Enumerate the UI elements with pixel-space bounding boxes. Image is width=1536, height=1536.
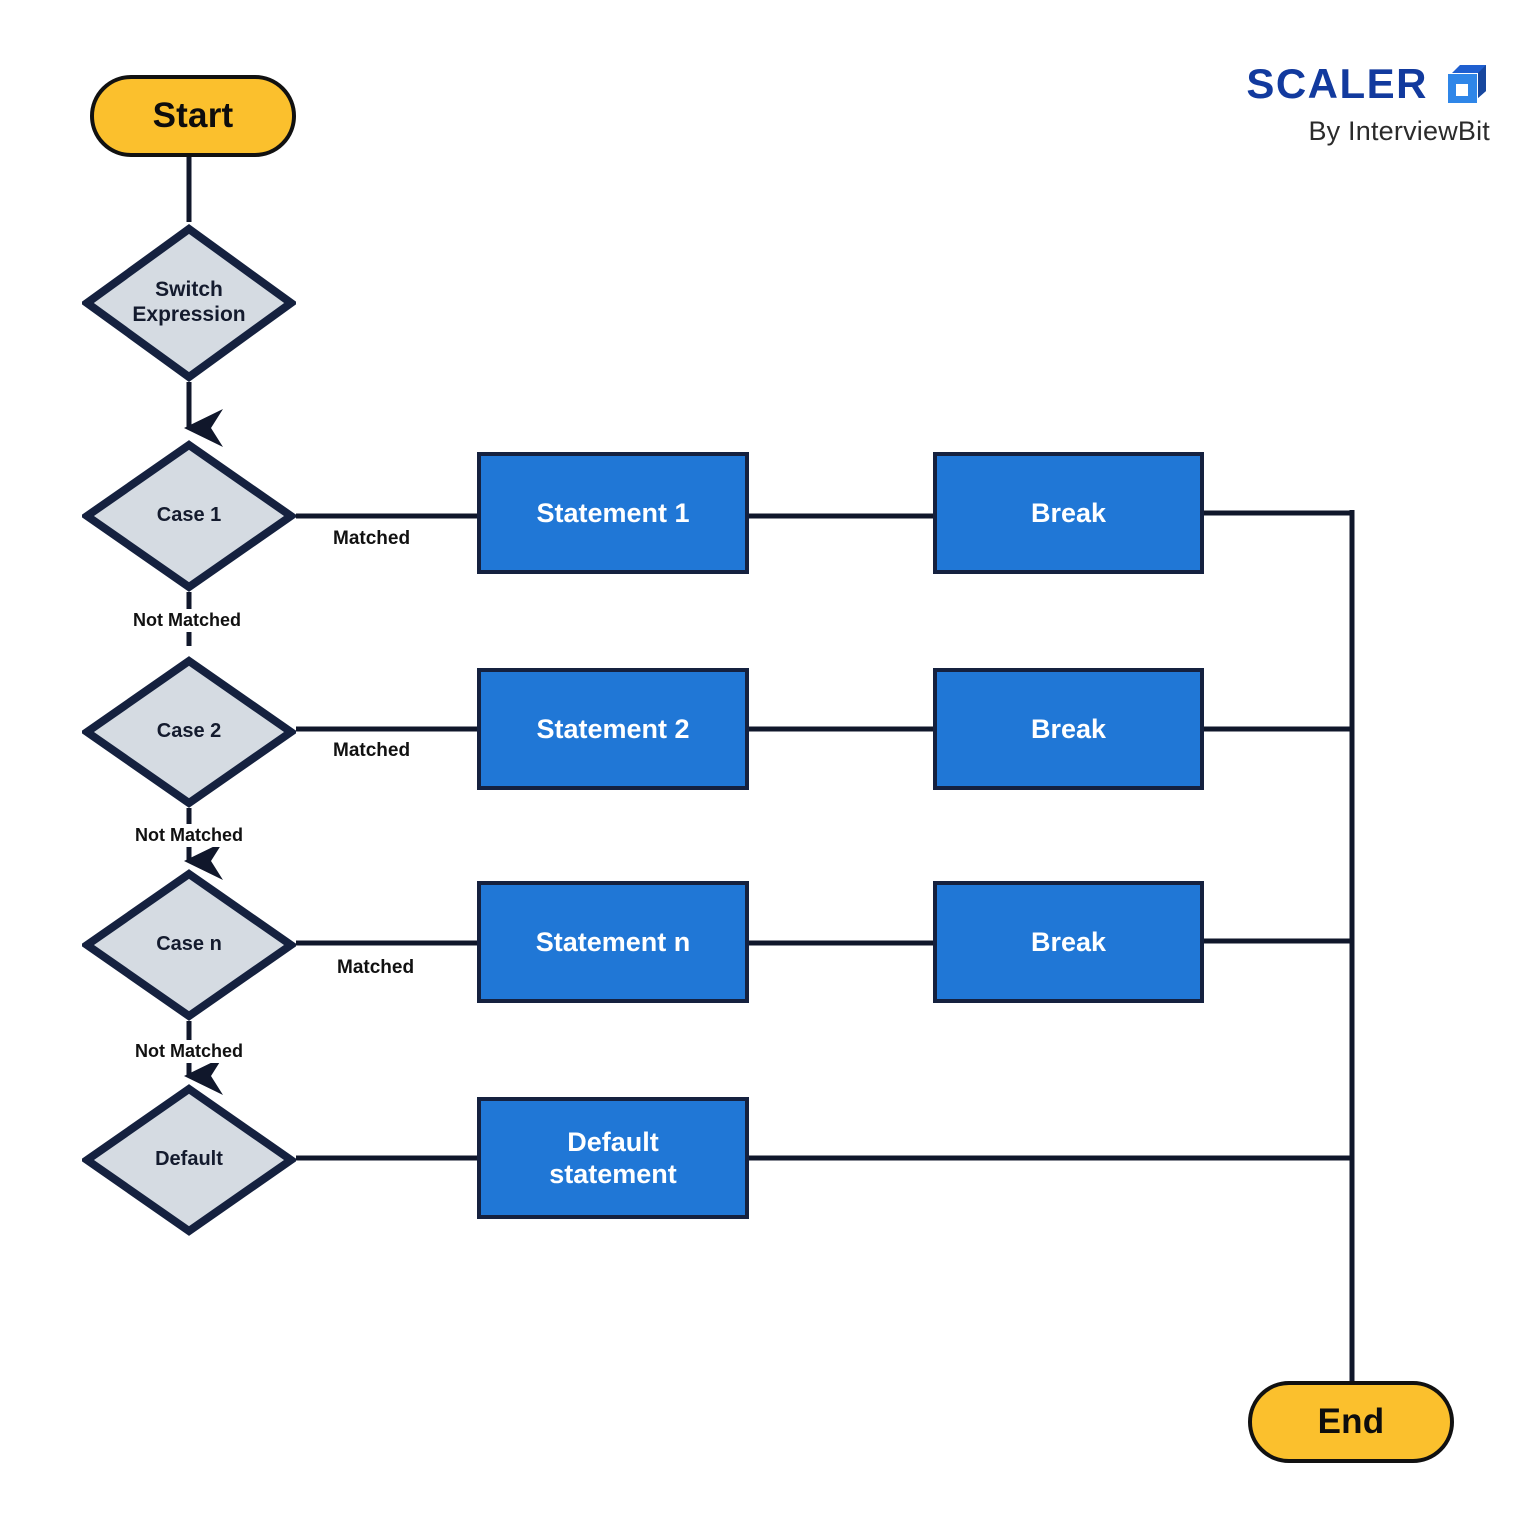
brand-logo: SCALER By InterviewBit [1150, 62, 1490, 147]
edge-label-matched-n: Matched [337, 957, 415, 978]
node-break-n[interactable]: Break [933, 881, 1204, 1003]
node-statement-1[interactable]: Statement 1 [477, 452, 749, 574]
node-break-n-label: Break [1030, 926, 1107, 957]
edge-label-not-matched-1: Not Matched [131, 609, 243, 632]
node-case-n[interactable]: Case n [82, 869, 296, 1021]
node-statement-1-label: Statement 1 [536, 497, 690, 528]
node-start[interactable]: Start [90, 75, 296, 157]
node-break-2-label: Break [1030, 713, 1107, 744]
node-default-statement-label: Default statement [549, 1126, 677, 1189]
node-break-1[interactable]: Break [933, 452, 1204, 574]
node-case-2[interactable]: Case 2 [82, 656, 296, 808]
node-statement-2[interactable]: Statement 2 [477, 668, 749, 790]
decision-shape [82, 869, 296, 1021]
decision-shape [82, 1084, 296, 1236]
decision-shape [82, 440, 296, 592]
node-case-1[interactable]: Case 1 [82, 440, 296, 592]
node-default[interactable]: Default [82, 1084, 296, 1236]
edge-label-not-matched-n: Not Matched [133, 1040, 245, 1063]
decision-shape [82, 224, 296, 382]
node-end-label: End [1317, 1402, 1385, 1441]
node-start-label: Start [152, 96, 234, 135]
node-break-2[interactable]: Break [933, 668, 1204, 790]
decision-shape [82, 656, 296, 808]
brand-top-row: SCALER [1150, 62, 1490, 106]
node-statement-n[interactable]: Statement n [477, 881, 749, 1003]
brand-wordmark: SCALER [1246, 60, 1428, 107]
node-break-1-label: Break [1030, 497, 1107, 528]
node-statement-2-label: Statement 2 [536, 713, 690, 744]
node-statement-n-label: Statement n [535, 926, 691, 957]
edge-label-matched-2: Matched [333, 740, 411, 761]
cube-icon [1448, 65, 1486, 103]
edge-label-matched-1: Matched [333, 528, 411, 549]
node-switch-expression[interactable]: Switch Expression [82, 224, 296, 382]
edge-label-not-matched-2: Not Matched [133, 824, 245, 847]
brand-tagline: By InterviewBit [1308, 116, 1490, 146]
node-end[interactable]: End [1248, 1381, 1454, 1463]
node-default-statement[interactable]: Default statement [477, 1097, 749, 1219]
